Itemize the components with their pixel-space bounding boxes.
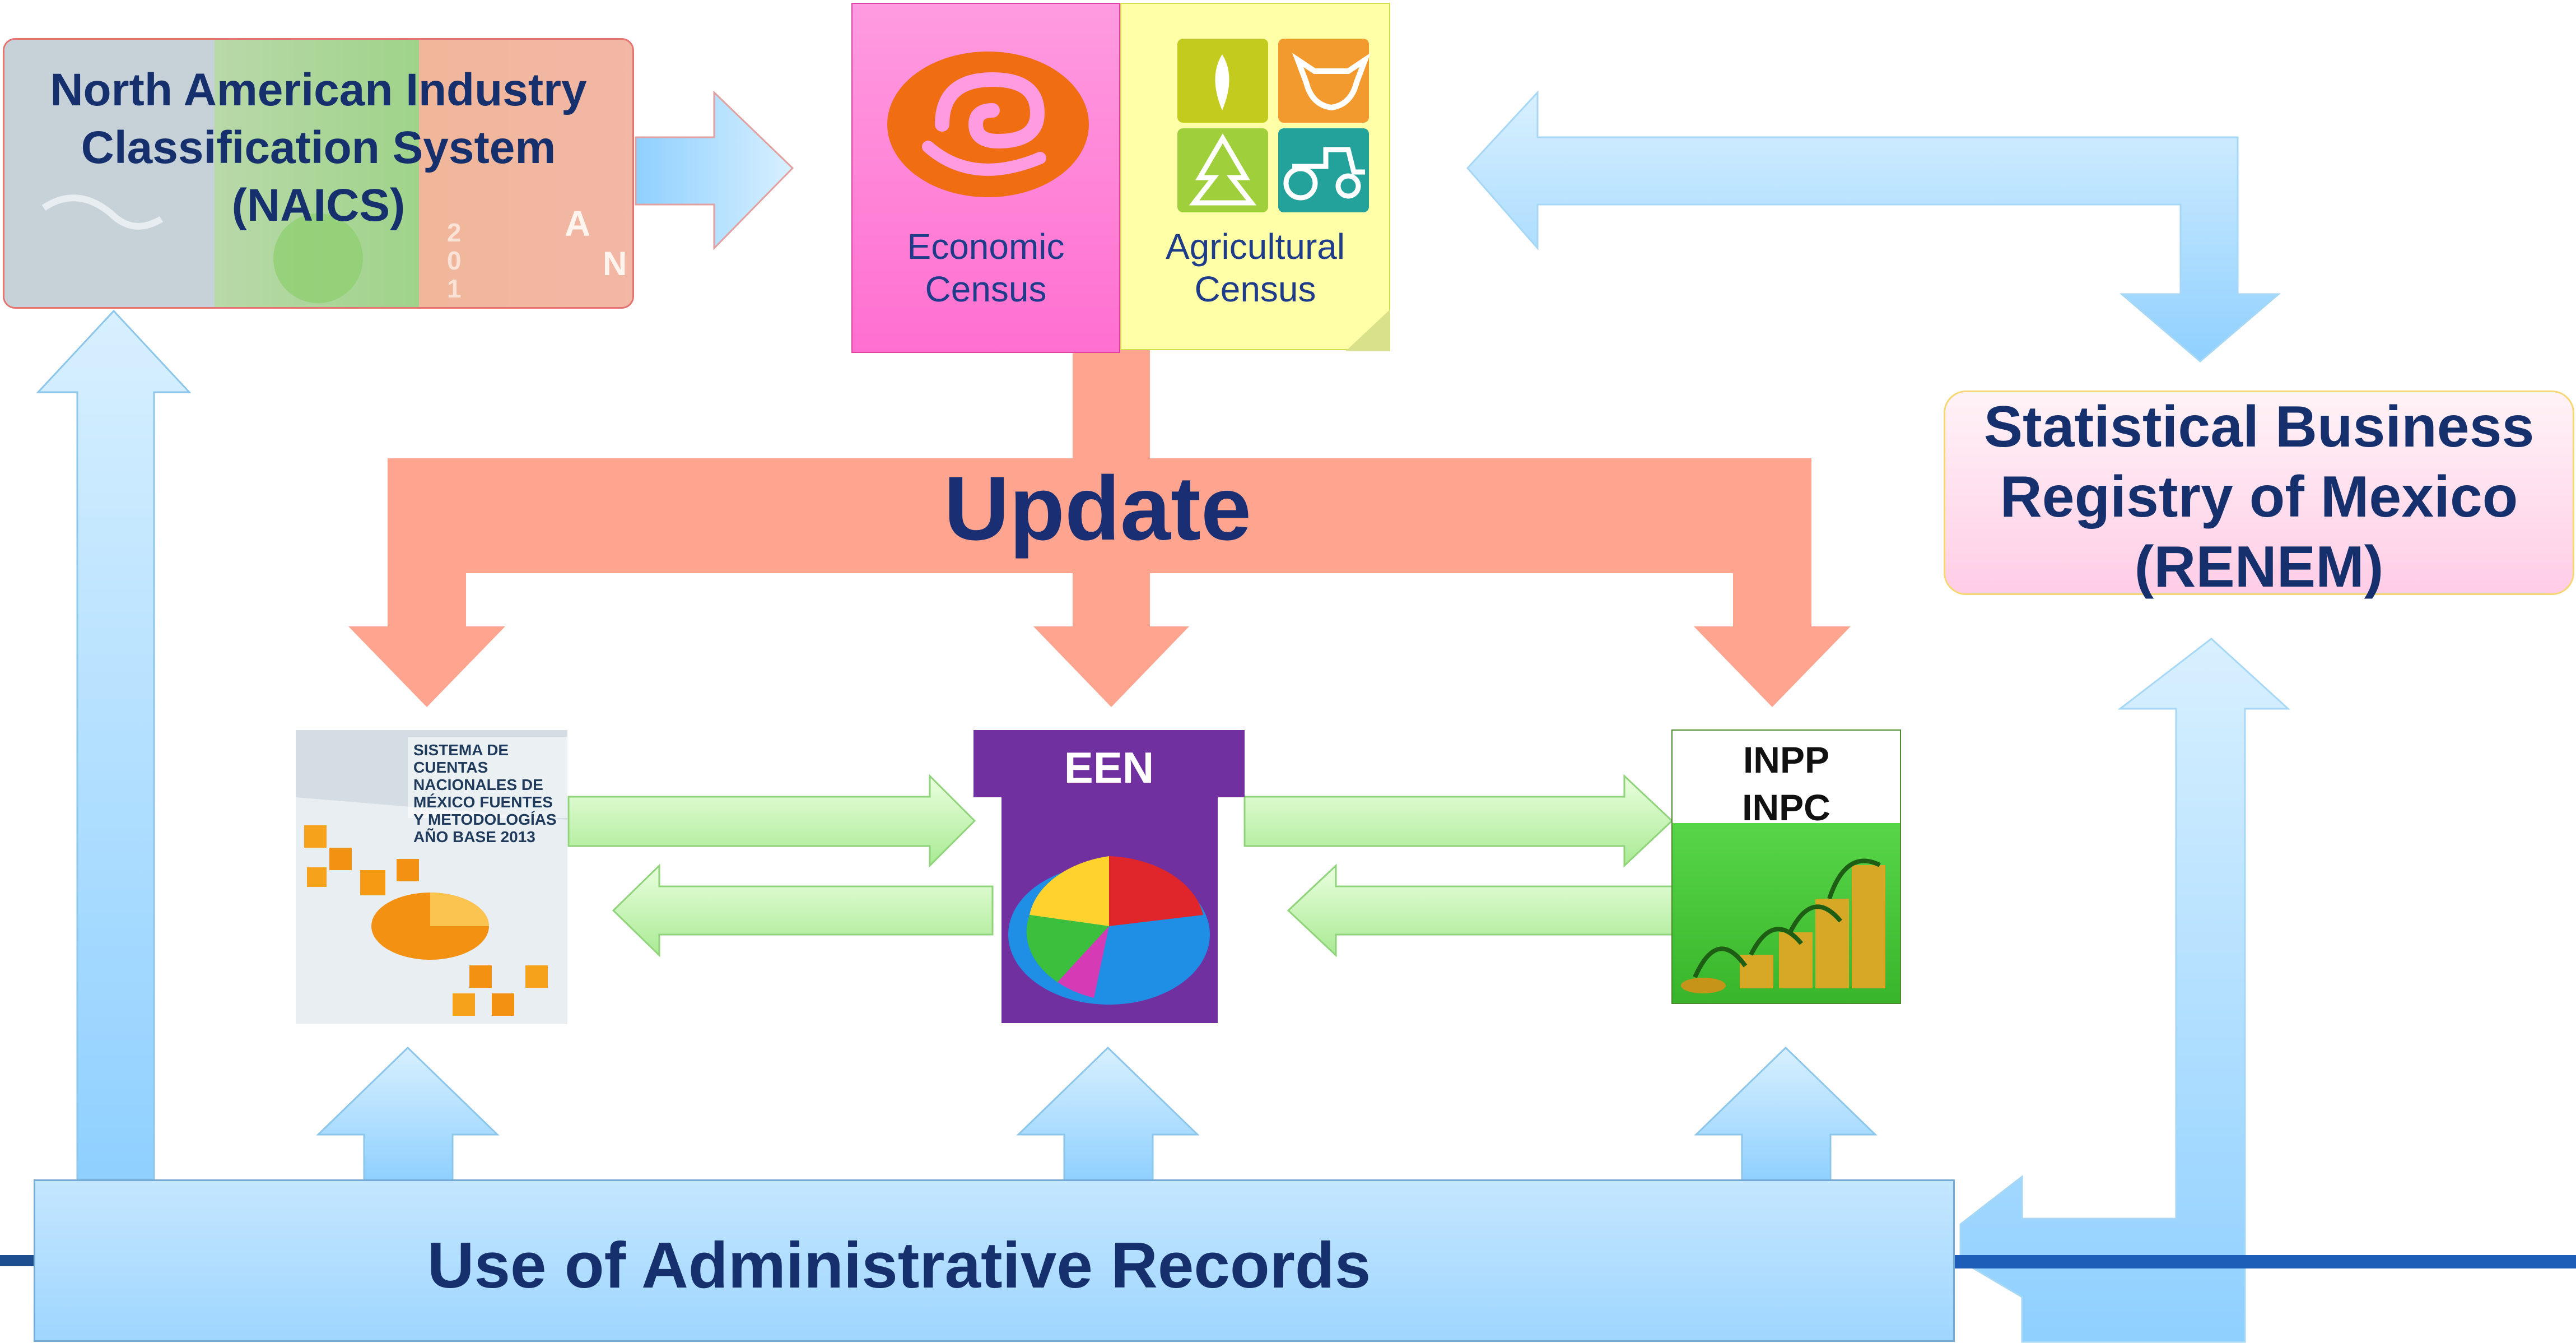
records-to-renem-arrow <box>1959 638 2290 1343</box>
naics-box: 2 0 1 A N North American Industry Classi… <box>3 38 634 309</box>
agricultural-census-icons <box>1177 39 1390 351</box>
renem-title: Statistical Business Registry of Mexico … <box>1983 394 2535 600</box>
price-index-labels: INPP INPC <box>1673 736 1900 831</box>
naics-title: North American Industry Classification S… <box>50 64 587 231</box>
renem-census-arrow <box>1466 90 2281 363</box>
records-to-naics-arrow <box>36 309 192 1181</box>
economic-census-logo-icon <box>887 52 1089 197</box>
footer-stripe-left <box>0 1255 34 1266</box>
svg-text:0: 0 <box>447 246 462 275</box>
administrative-records-bar: Use of Administrative Records <box>34 1179 1955 1342</box>
svg-text:1: 1 <box>447 274 462 303</box>
coin-stacks-icon <box>1681 858 1885 993</box>
agricultural-census-label: Agricultural Census <box>1165 226 1345 309</box>
een-product: EEN <box>973 730 1245 1023</box>
price-index-product: INPP INPC <box>1671 729 1901 1004</box>
een-pie-chart-icon <box>973 730 1245 1023</box>
svg-text:A: A <box>565 203 590 244</box>
update-arrows <box>348 347 1851 707</box>
naics-cover-images: 2 0 1 A N <box>4 40 627 307</box>
inpp-label: INPP <box>1743 739 1830 780</box>
footer-stripe-right <box>1955 1255 2576 1268</box>
naics-to-census-arrow <box>635 90 794 250</box>
update-label: Update <box>944 458 1252 559</box>
svg-text:2: 2 <box>447 218 462 247</box>
een-title: EEN <box>1064 743 1154 792</box>
renem-box: Statistical Business Registry of Mexico … <box>1944 391 2574 600</box>
agricultural-census-card: Agricultural Census <box>1120 3 1390 351</box>
economic-census-label: Economic Census <box>907 226 1065 309</box>
economic-census-card: Economic Census <box>851 3 1120 353</box>
inpc-label: INPC <box>1742 787 1830 828</box>
national-accounts-product: SISTEMA DE CUENTAS NACIONALES DE MÉXICO … <box>296 730 567 1024</box>
svg-text:N: N <box>603 245 627 282</box>
records-up-arrows <box>316 1046 1878 1182</box>
national-accounts-cover-icon <box>296 730 567 1016</box>
national-accounts-cover-text: SISTEMA DE CUENTAS NACIONALES DE MÉXICO … <box>413 741 557 845</box>
administrative-records-title: Use of Administrative Records <box>427 1229 1371 1302</box>
exchange-arrows <box>567 774 1675 958</box>
